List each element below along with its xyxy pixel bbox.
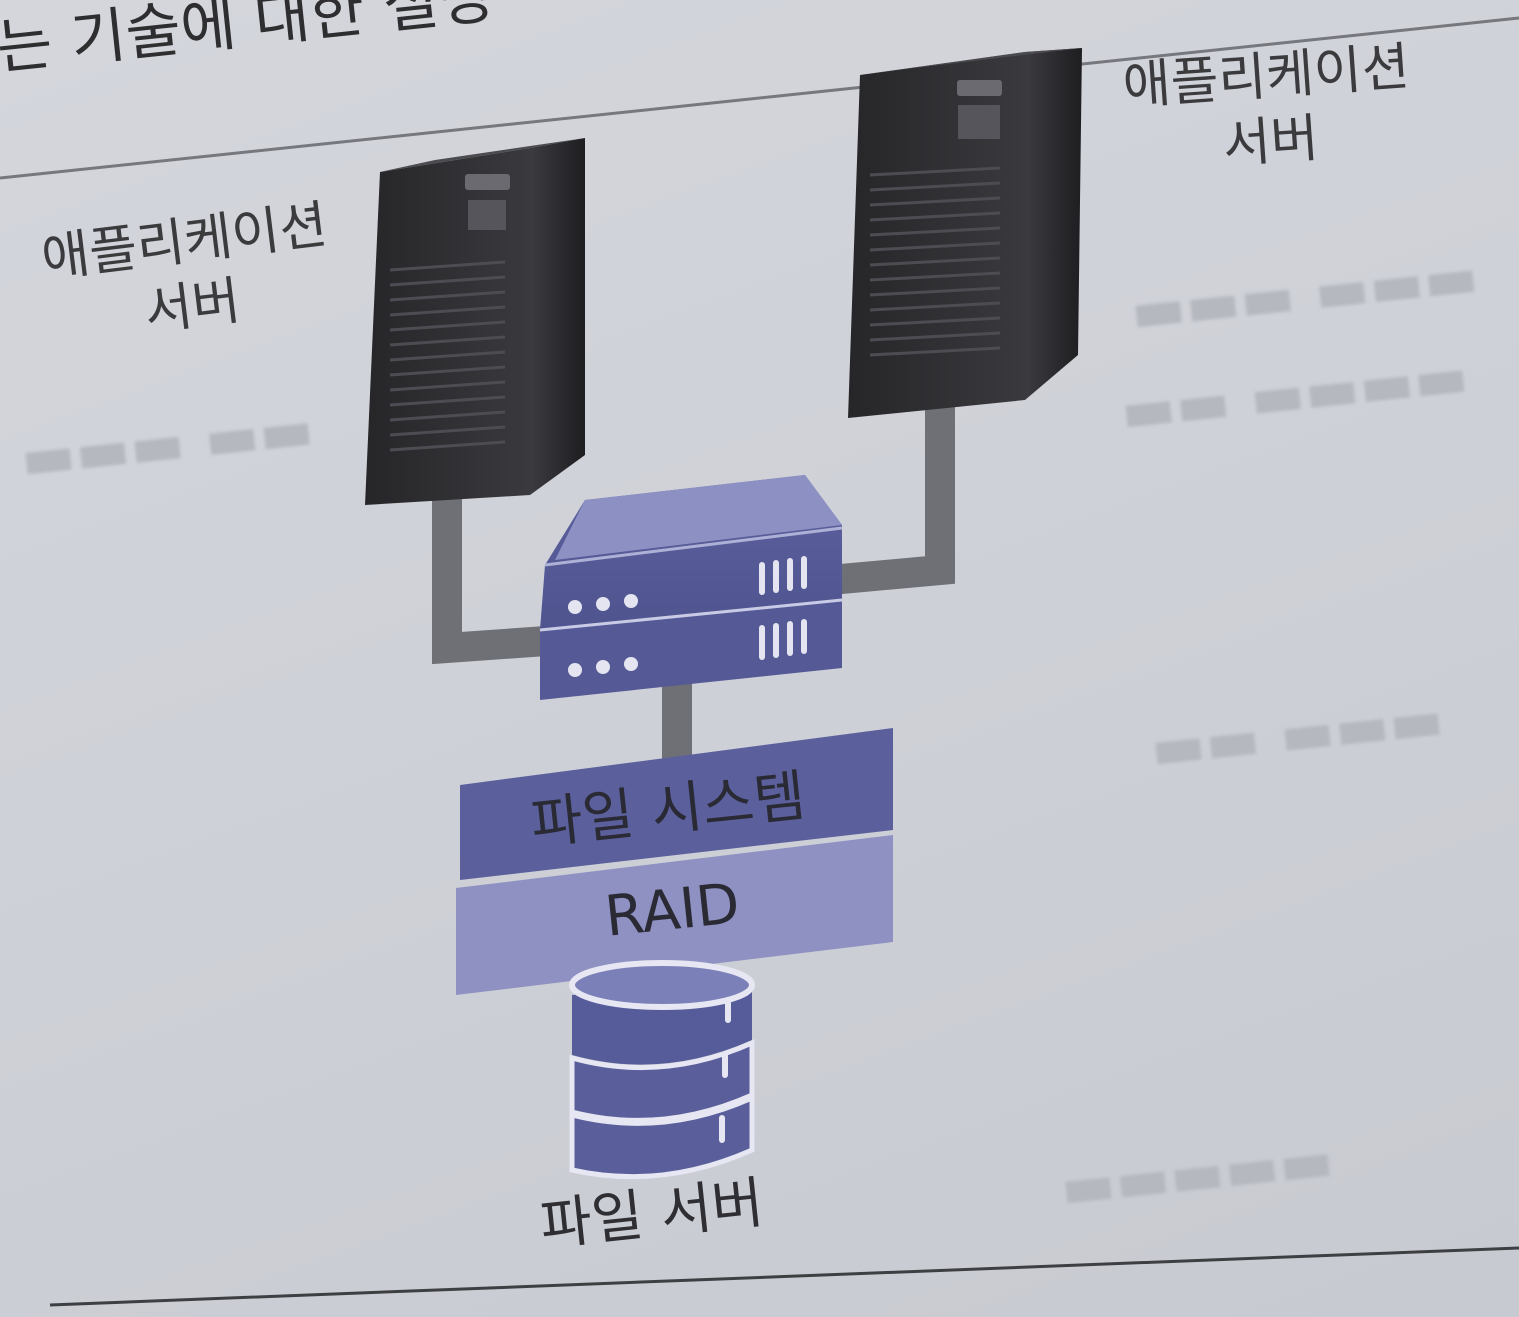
network-switch	[539, 475, 843, 700]
file-system-band	[460, 728, 893, 880]
raid-band	[456, 835, 893, 995]
cable-left	[432, 470, 562, 665]
cable-right	[828, 395, 955, 595]
server-tower-right	[848, 48, 1082, 418]
bottom-rule-line	[49, 1246, 1519, 1307]
storage-disks	[569, 960, 755, 1180]
server-tower-left	[365, 138, 585, 505]
app-server-right-label: 애플리케이션 서버	[1121, 35, 1416, 185]
top-rule-line	[0, 16, 1519, 180]
